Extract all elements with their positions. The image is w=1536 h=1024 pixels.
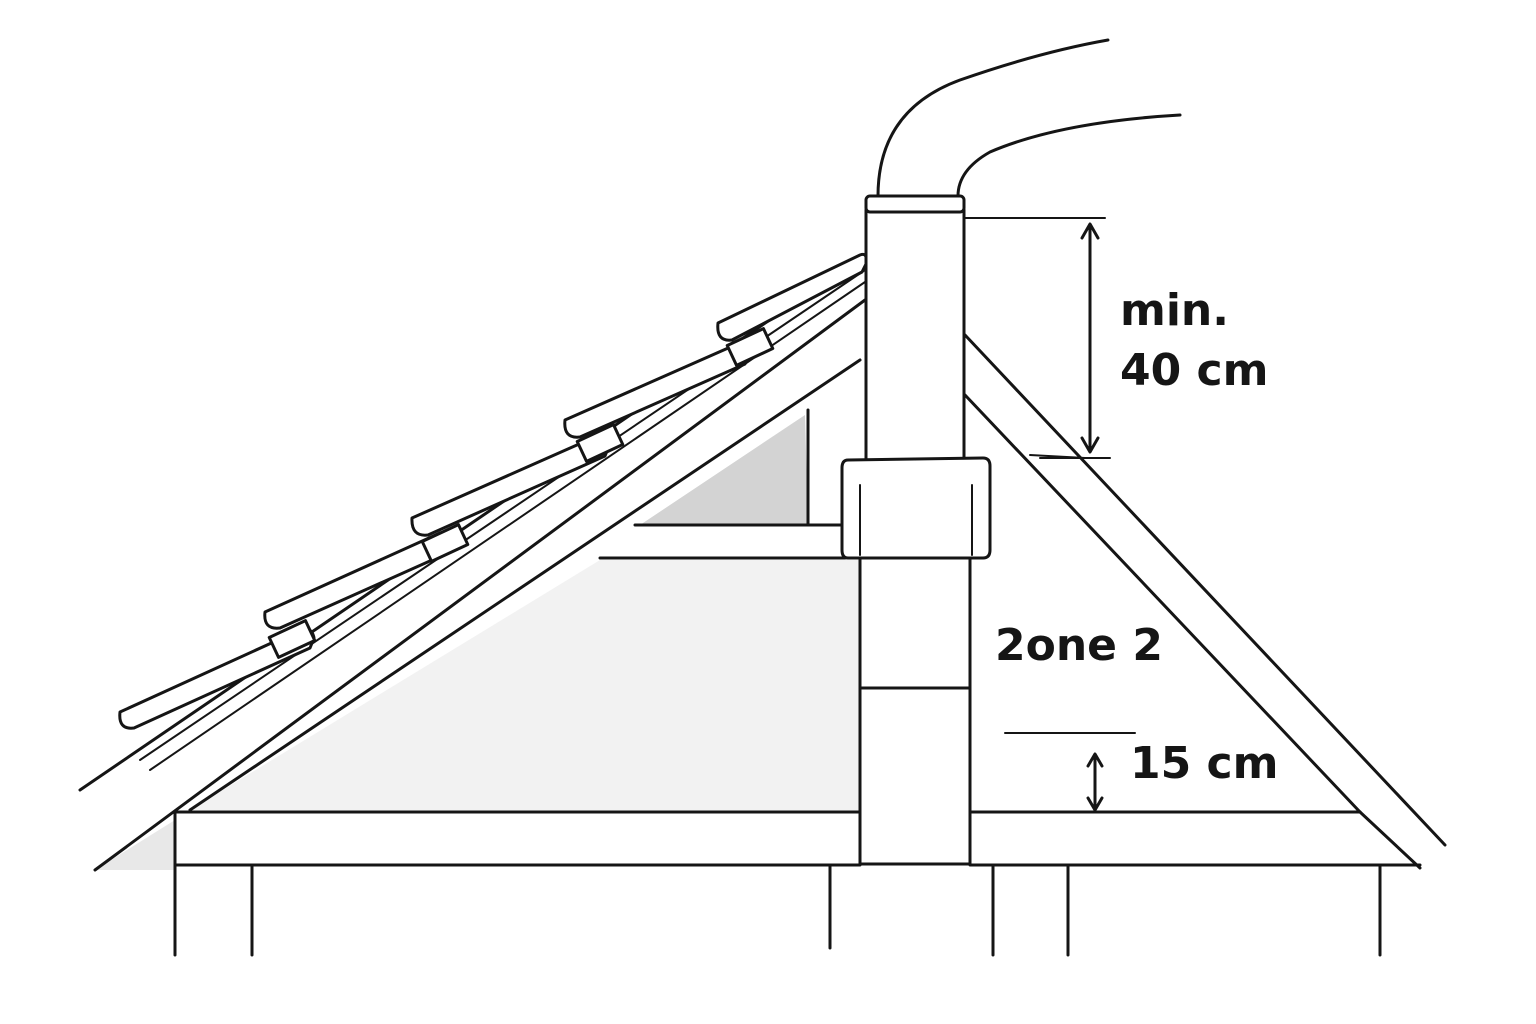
clearance-label-line1: min. <box>1120 285 1229 336</box>
roof-tile <box>410 434 611 537</box>
tile-clip <box>575 423 625 463</box>
exhaust-hose <box>876 38 1182 198</box>
tile-clip <box>420 523 470 563</box>
attic-shading <box>95 415 860 870</box>
gap-label: 15 cm <box>1130 738 1278 789</box>
gap-dimension <box>1004 732 1136 812</box>
ceiling-joist <box>173 810 1422 867</box>
roof-tiles <box>118 252 868 730</box>
zone-label: 2one 2 <box>995 620 1163 671</box>
tile-clip <box>725 327 775 367</box>
collar-beam <box>598 408 847 560</box>
roof-flashing-collar <box>840 456 992 560</box>
flue-pipe <box>840 194 992 866</box>
flue-section-middle <box>858 556 972 690</box>
clearance-dimension <box>964 217 1111 459</box>
flue-section-upper <box>864 208 966 462</box>
flue-section-lower <box>858 686 972 866</box>
flue-cap-ring <box>864 194 966 214</box>
tile-clip <box>267 619 317 659</box>
wall-studs <box>173 863 1382 957</box>
roof-tile <box>716 252 868 342</box>
clearance-label-line2: 40 cm <box>1120 345 1268 396</box>
